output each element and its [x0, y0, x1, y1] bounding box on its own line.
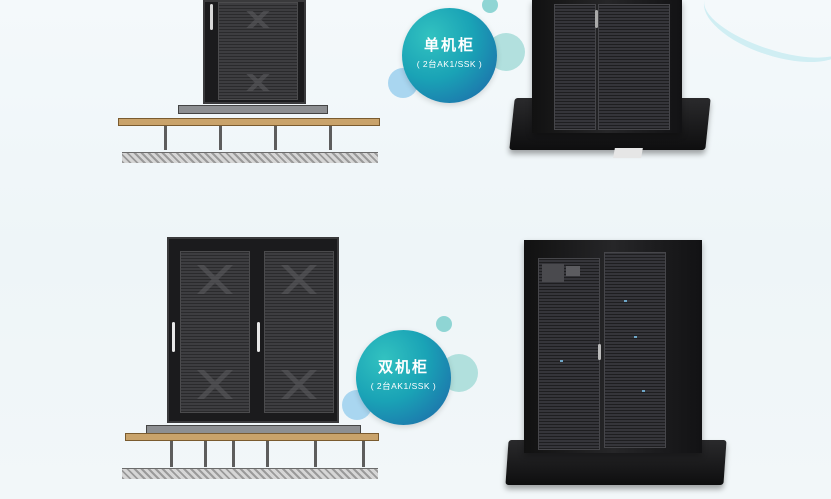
- cabinet-door-mesh: [218, 2, 298, 100]
- floor-support: [266, 441, 269, 467]
- single-cabinet-sub: ( 2台AK1/SSK ): [416, 59, 483, 69]
- double-cabinet-photo: [524, 240, 702, 453]
- base-rail: [178, 105, 328, 114]
- cabinet-door-mesh: [264, 251, 334, 413]
- floor-support: [219, 126, 222, 150]
- single-cabinet-drawing: [203, 0, 306, 104]
- door-handle: [598, 344, 601, 360]
- single-cabinet-label: 单机柜: [423, 37, 475, 54]
- raised-floor: [125, 433, 379, 441]
- double-cabinet-diagram: [118, 235, 383, 485]
- floor-support: [232, 441, 235, 467]
- floor-support: [170, 441, 173, 467]
- status-led: [634, 336, 637, 338]
- single-cabinet-badge: 单机柜 ( 2台AK1/SSK ): [402, 8, 497, 103]
- decorative-swoosh: [694, 0, 831, 78]
- decor-dot: [436, 316, 452, 332]
- floor-support: [164, 126, 167, 150]
- door-handle: [257, 322, 260, 352]
- single-cabinet-diagram: [118, 0, 383, 170]
- status-led: [642, 390, 645, 392]
- decor-dot: [482, 0, 498, 13]
- shipping-label: [613, 148, 643, 158]
- door-handle: [595, 10, 598, 28]
- double-cabinet-badge: 双机柜 ( 2台AK1/SSK ): [356, 330, 451, 425]
- floor-support: [314, 441, 317, 467]
- floor-support: [329, 126, 332, 150]
- single-cabinet-photo: [532, 0, 682, 133]
- device-panel: [566, 266, 580, 276]
- door-handle: [172, 322, 175, 352]
- double-cabinet-drawing: [167, 237, 339, 423]
- floor-support: [274, 126, 277, 150]
- floor-support: [362, 441, 365, 467]
- double-cabinet-label: 双机柜: [377, 359, 429, 376]
- status-led: [560, 360, 563, 362]
- floor-support: [204, 441, 207, 467]
- cabinet-door: [538, 258, 600, 450]
- raised-floor: [118, 118, 380, 126]
- ground: [122, 152, 378, 163]
- cabinet-door: [604, 252, 666, 448]
- cabinet-door-mesh: [180, 251, 250, 413]
- door-handle: [210, 4, 213, 30]
- double-cabinet-sub: ( 2台AK1/SSK ): [370, 381, 437, 391]
- status-led: [624, 300, 627, 302]
- device-panel: [542, 264, 564, 282]
- cabinet-door: [598, 4, 670, 130]
- cabinet-door: [554, 4, 596, 130]
- ground: [122, 468, 378, 479]
